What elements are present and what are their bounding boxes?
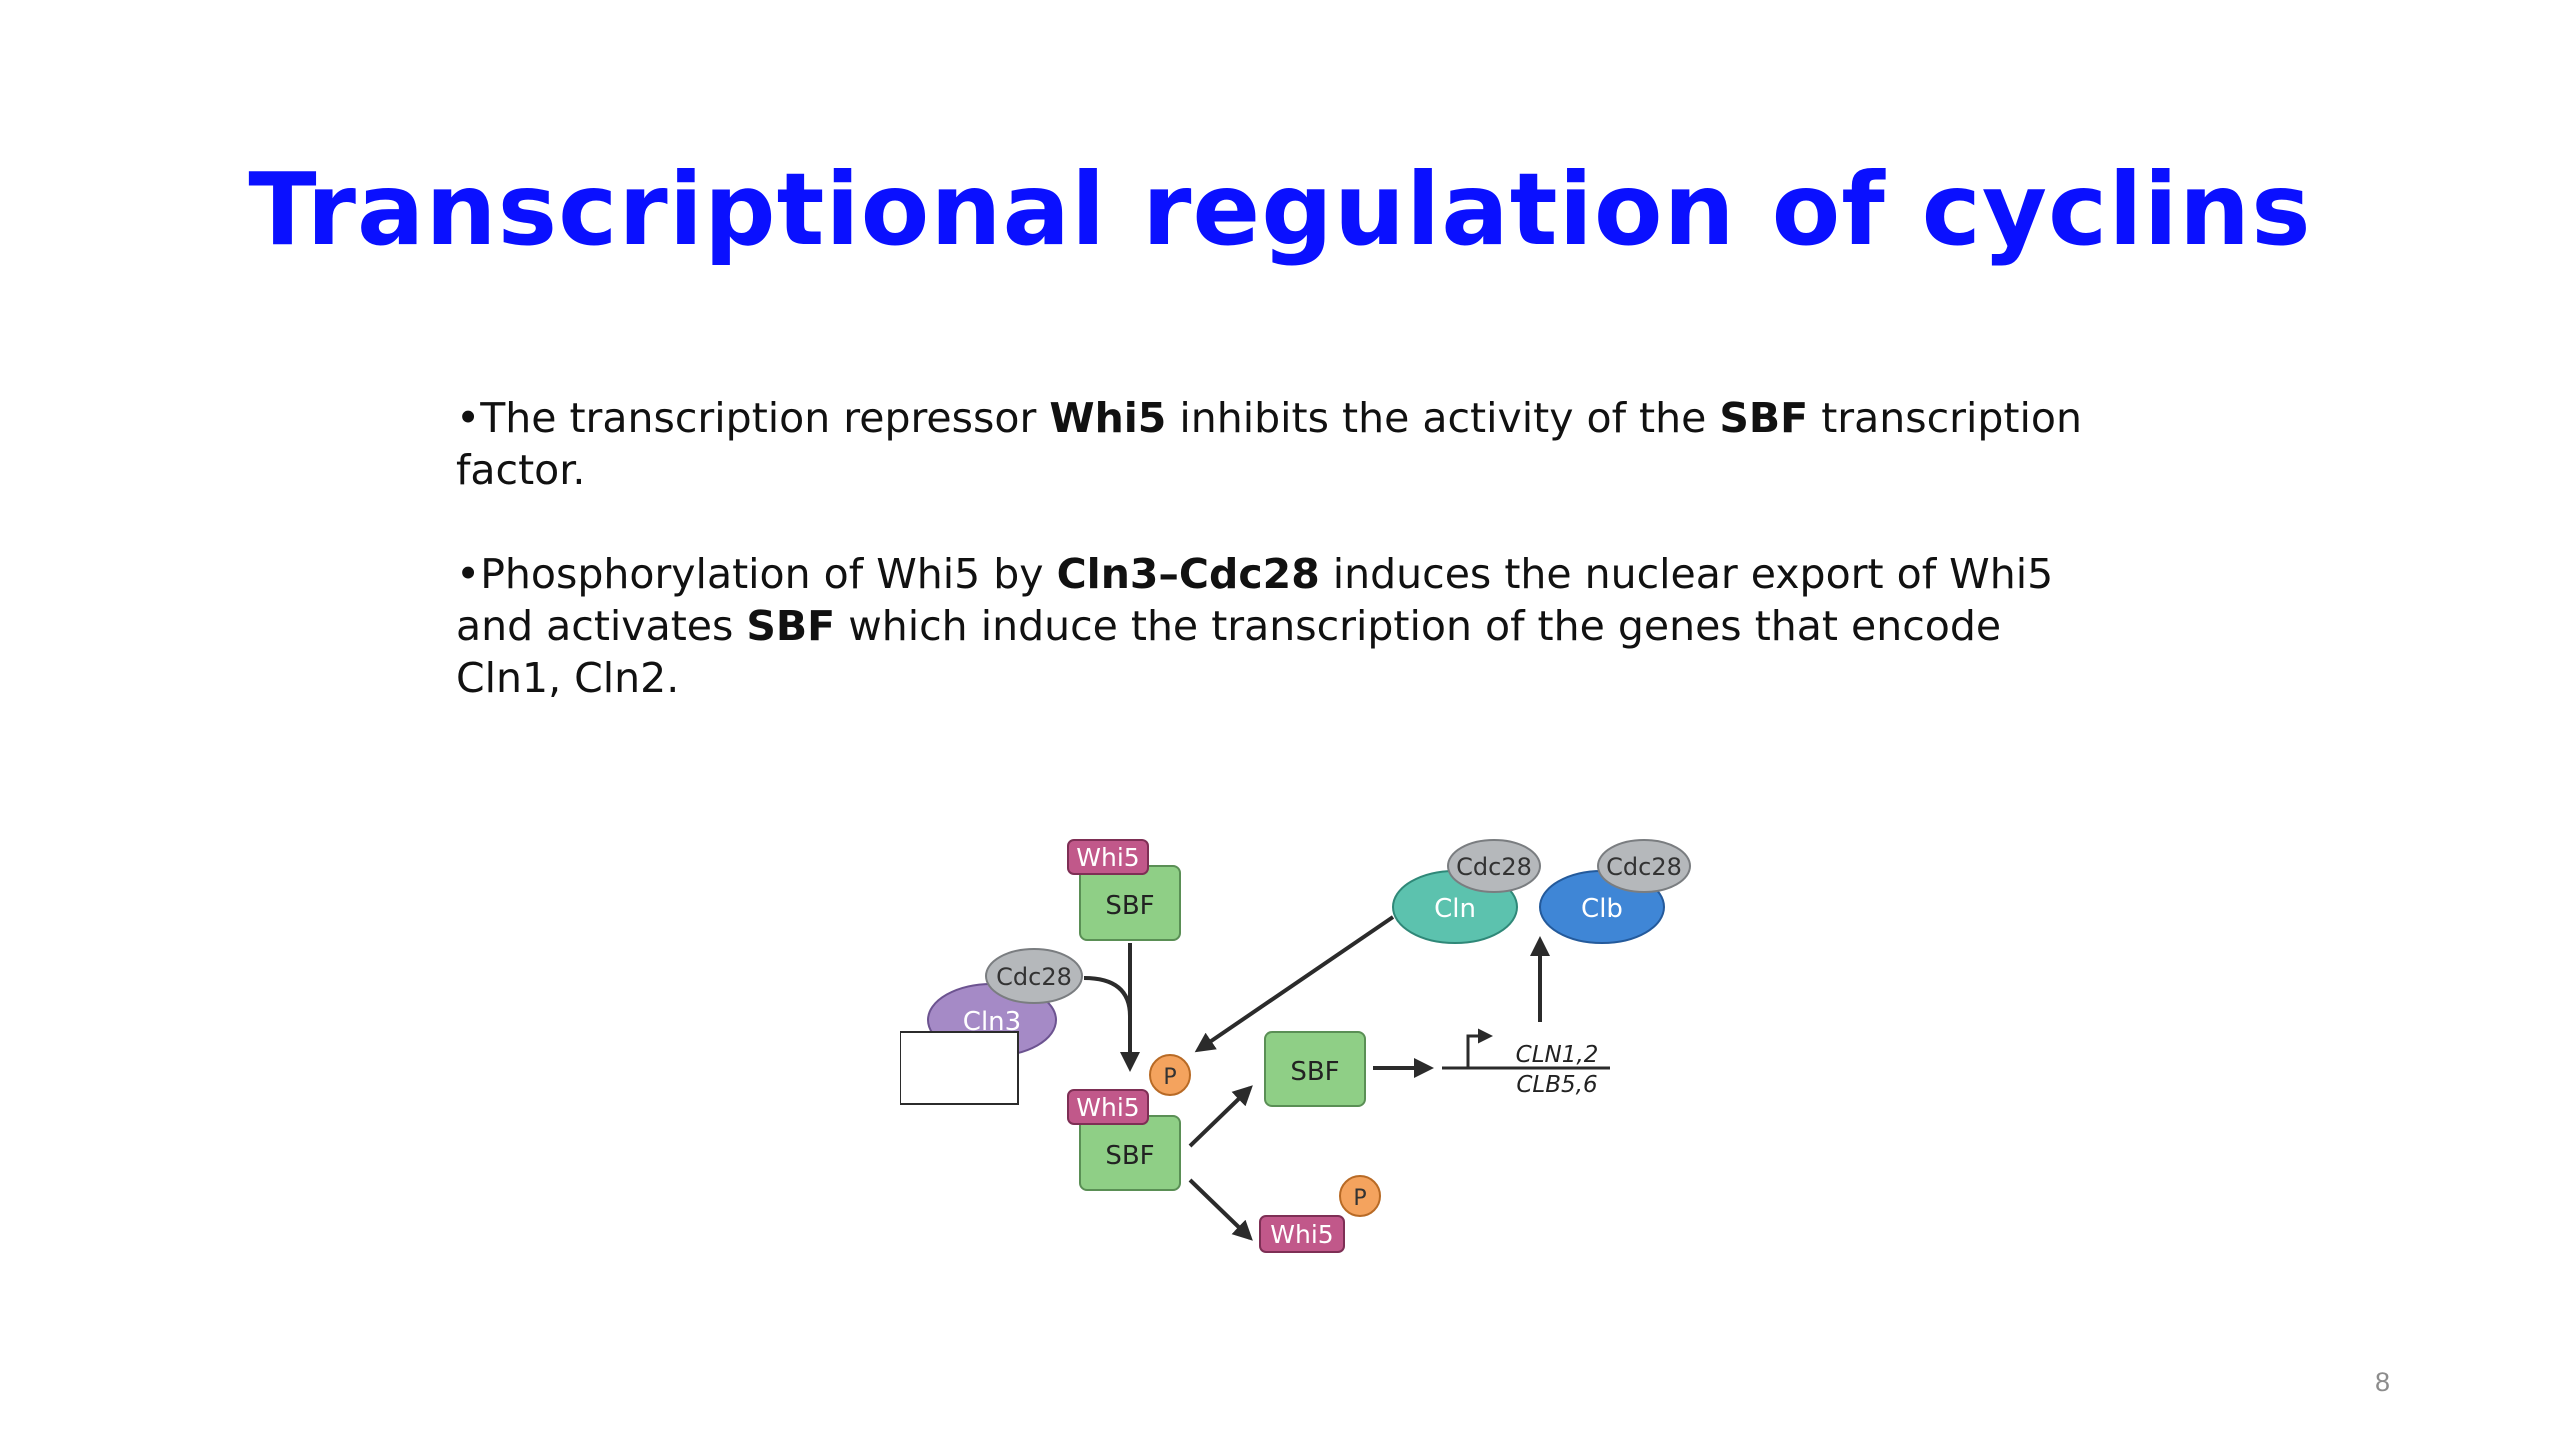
bullet-marker: • <box>456 550 481 598</box>
cdc28-label: Cdc28 <box>996 963 1072 991</box>
whi5-tag <box>1067 839 1149 875</box>
text-run: induces the nuclear export of Whi5 and a… <box>456 550 2054 650</box>
whi5-label: Whi5 <box>1270 1220 1333 1249</box>
gene-label-clb: CLB5,6 <box>1516 1072 1597 1098</box>
bullet-paragraph-phosphorylation: •Phosphorylation of Whi5 by Cln3–Cdc28 i… <box>456 548 2116 704</box>
phospho-circle <box>1339 1175 1381 1217</box>
bullet-marker: • <box>456 394 481 442</box>
cln-cdc28-complex: Cln Cdc28 <box>1392 839 1541 944</box>
whi5-tag <box>1067 1089 1149 1125</box>
text-run: transcription factor. <box>456 394 2082 494</box>
split-arrows <box>1188 1085 1253 1241</box>
sbf-label: SBF <box>1105 1141 1154 1171</box>
cdc28-ellipse <box>1447 839 1541 893</box>
clb-cdc28-complex: Clb Cdc28 <box>1539 839 1691 944</box>
cdc28-label: Cdc28 <box>1606 853 1682 881</box>
slide-title: Transcriptional regulation of cyclins <box>248 151 2312 268</box>
whi5-sbf-complex-phospho: SBF Whi5 P <box>1067 1054 1191 1191</box>
sbf-label: SBF <box>1290 1057 1339 1087</box>
gene-locus: CLN1,2 CLB5,6 <box>900 936 1610 1105</box>
phospho-circle <box>1149 1054 1191 1096</box>
bullet-paragraph-whi5: •The transcription repressor Whi5 inhibi… <box>456 392 2116 496</box>
cln-label: Cln <box>1434 894 1476 924</box>
promoter-arrow <box>1466 1028 1493 1068</box>
free-sbf: SBF <box>1264 1031 1366 1107</box>
bold-term-whi5: Whi5 <box>1049 394 1167 442</box>
whi5-label: Whi5 <box>1076 1093 1139 1122</box>
bold-term-sbf: SBF <box>1719 394 1809 442</box>
gene-label-cln: CLN1,2 <box>1516 1042 1599 1068</box>
phospho-label: P <box>1163 1065 1176 1090</box>
cdc28-ellipse <box>985 948 1083 1004</box>
whi5-sbf-regulation-diagram: SBF Whi5 Cln3 Cdc28 SBF Whi5 P <box>900 839 1691 1253</box>
phospho-label: P <box>1353 1186 1366 1211</box>
exported-whi5: Whi5 P <box>1259 1175 1381 1253</box>
text-run: Phosphorylation of Whi5 by <box>480 550 1057 598</box>
whi5-tag <box>1259 1215 1345 1253</box>
arrow-to-sbf <box>1188 1085 1253 1148</box>
arrow-to-whi5 <box>1188 1178 1253 1241</box>
whi5-sbf-complex-top: SBF Whi5 <box>1067 839 1181 941</box>
text-run: The transcription repressor <box>480 394 1050 442</box>
sbf-box <box>1264 1031 1366 1107</box>
arrow-cln-feedback <box>1194 915 1395 1053</box>
bold-term-cln3-cdc28: Cln3–Cdc28 <box>1056 550 1320 598</box>
cdc28-ellipse <box>1597 839 1691 893</box>
whi5-label: Whi5 <box>1076 843 1139 872</box>
phosphorylation-arrows <box>1083 915 1395 1072</box>
page-number: 8 <box>2374 1367 2390 1397</box>
bold-term-sbf: SBF <box>746 602 836 650</box>
clb-label: Clb <box>1581 894 1623 924</box>
text-run: inhibits the activity of the <box>1166 394 1720 442</box>
gene-box <box>900 1031 1019 1105</box>
arrow-cln3-merge <box>1083 976 1132 1017</box>
text-run: which induce the transcription of the ge… <box>456 602 2002 702</box>
sbf-label: SBF <box>1105 891 1154 921</box>
cdc28-label: Cdc28 <box>1456 853 1532 881</box>
